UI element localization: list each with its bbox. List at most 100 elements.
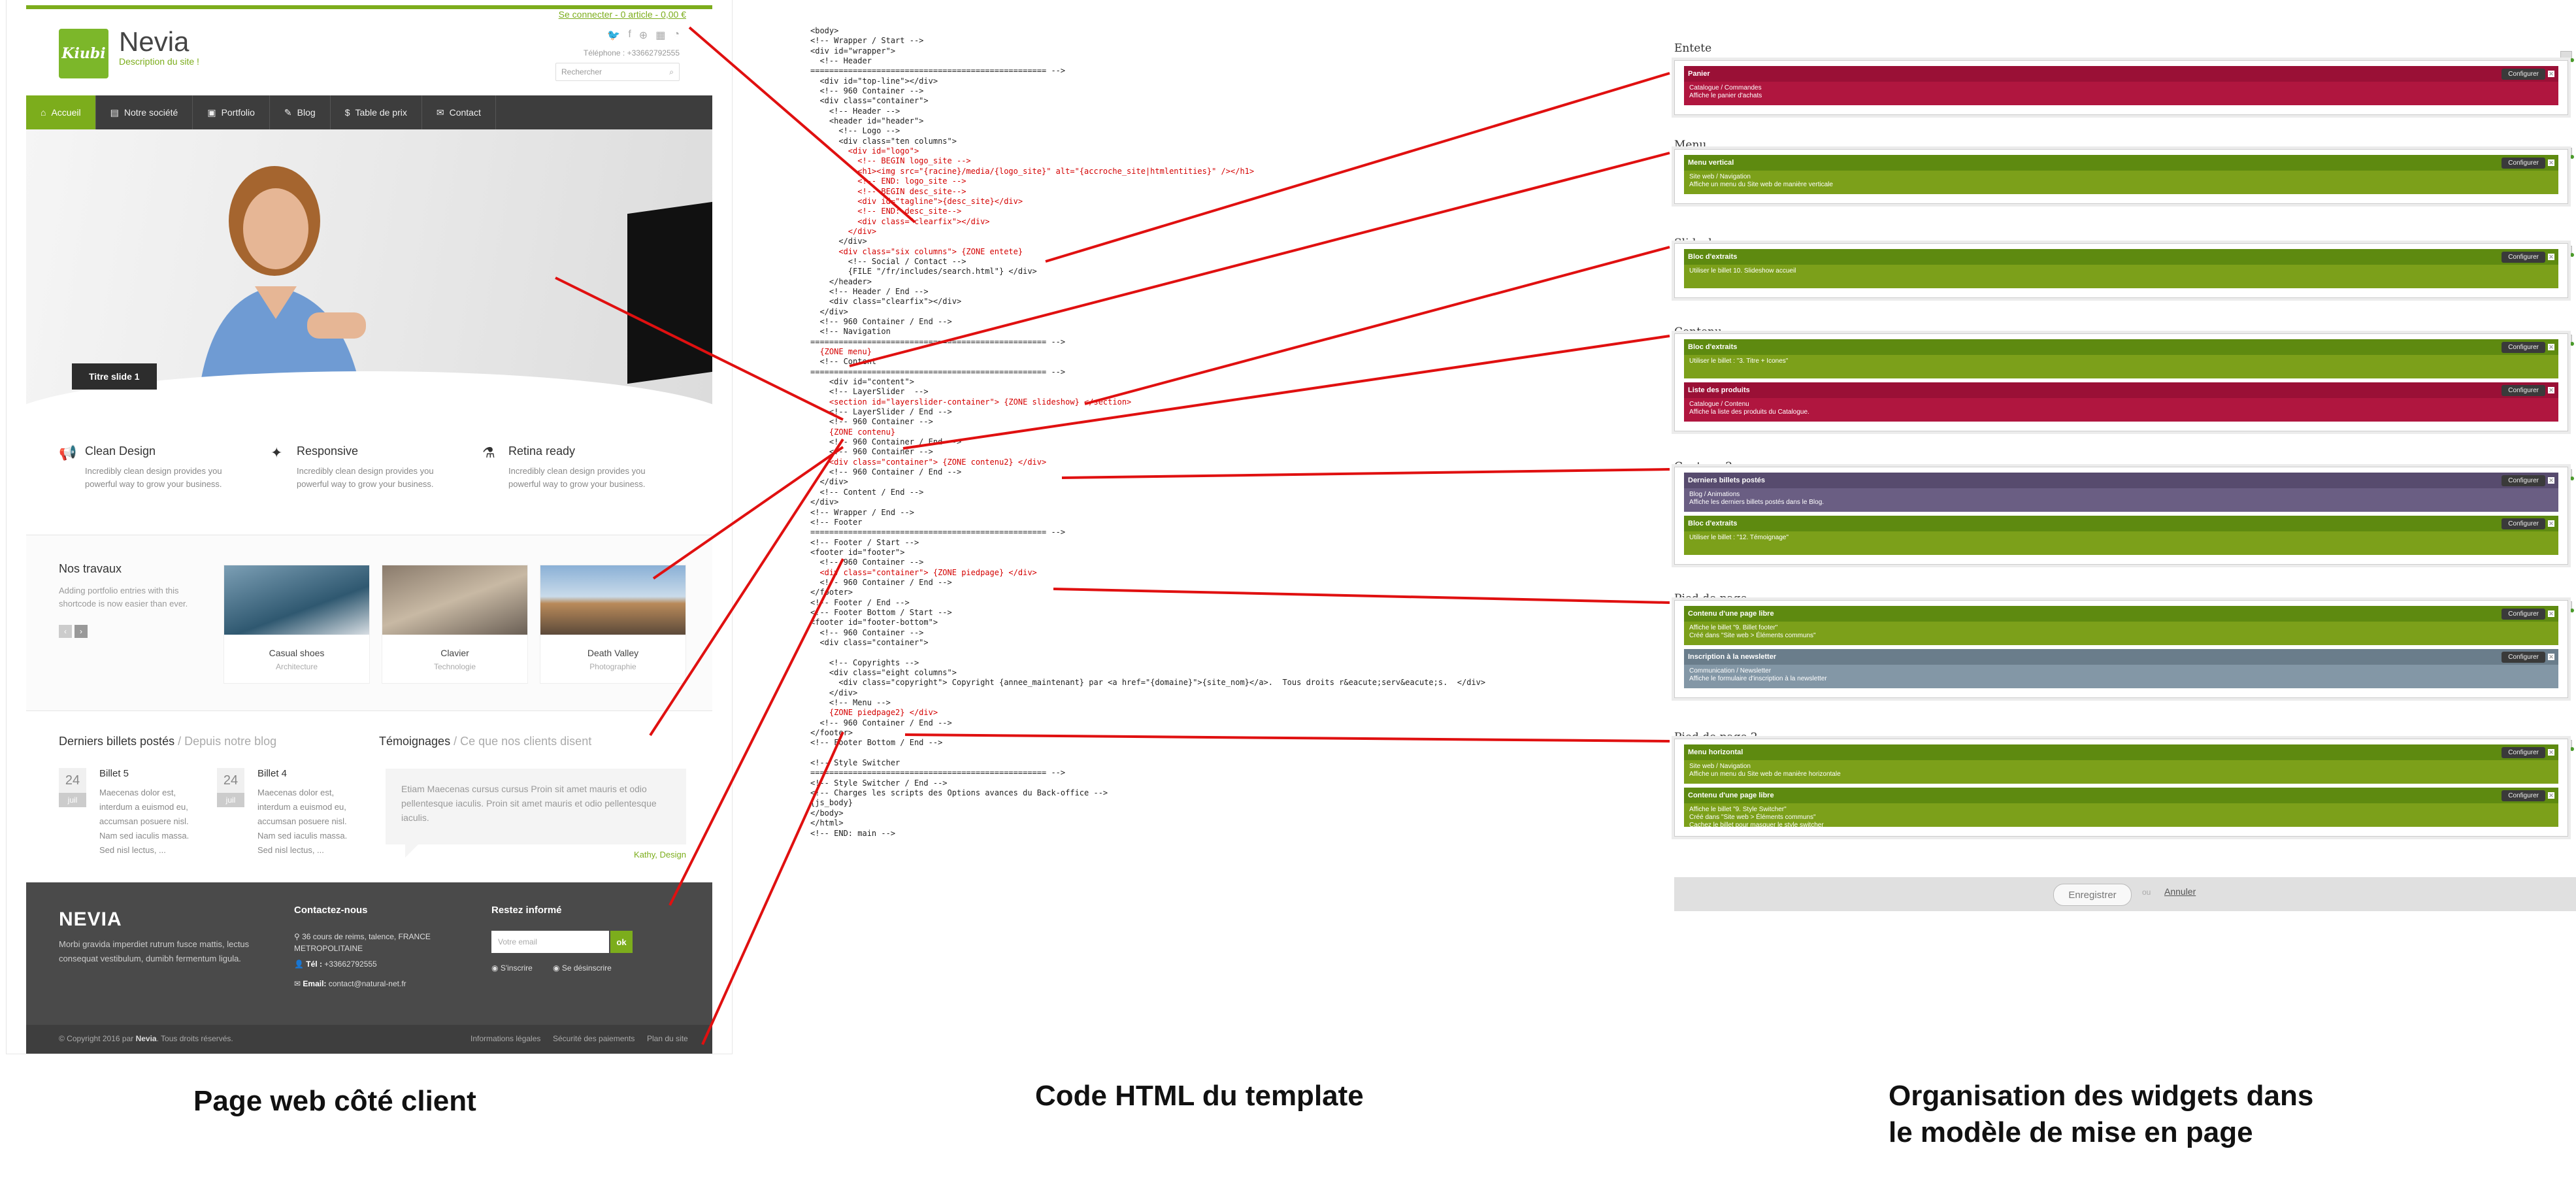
code-line: </body> bbox=[810, 808, 844, 818]
configure-button[interactable]: Configurer bbox=[2502, 746, 2545, 758]
rss-icon[interactable]: ◔ bbox=[673, 29, 680, 40]
footer-link-sitemap[interactable]: Plan du site bbox=[647, 1034, 688, 1043]
widget-body: Utiliser le billet 10. Slideshow accueil bbox=[1684, 265, 2558, 288]
widget-title: Derniers billets postés bbox=[1688, 476, 1765, 484]
site-logo[interactable]: Kiubi bbox=[59, 29, 108, 78]
widget-desc-line: Site web / Navigation bbox=[1689, 763, 1751, 770]
post-title[interactable]: Billet 4 bbox=[257, 768, 288, 779]
radio-subscribe[interactable]: ◉ S'inscrire bbox=[491, 963, 533, 973]
footer-email: ✉ Email: contact@natural-net.fr bbox=[294, 978, 457, 990]
post-title[interactable]: Billet 5 bbox=[99, 768, 129, 779]
configure-button[interactable]: Configurer bbox=[2502, 251, 2545, 263]
configure-button[interactable]: Configurer bbox=[2502, 651, 2545, 663]
configure-button[interactable]: Configurer bbox=[2502, 608, 2545, 620]
close-icon[interactable]: ✕ bbox=[2548, 520, 2554, 527]
nav-item-accueil[interactable]: ⌂Accueil bbox=[26, 95, 96, 129]
pager-next[interactable]: › bbox=[74, 625, 88, 638]
close-icon[interactable]: ✕ bbox=[2548, 748, 2554, 756]
footer-brand-desc: Morbi gravida imperdiet rutrum fusce mat… bbox=[59, 939, 250, 963]
code-line: <!-- Navigation bbox=[810, 327, 891, 337]
feature-title: Retina ready bbox=[508, 444, 576, 458]
nav-item-blog[interactable]: ✎Blog bbox=[270, 95, 331, 129]
feature-clean-design: 📢 Clean Design Incredibly clean design p… bbox=[59, 444, 255, 491]
code-line: <!-- 960 Container / End --> bbox=[810, 718, 952, 727]
save-button[interactable]: Enregistrer bbox=[2053, 884, 2132, 906]
configure-button[interactable]: Configurer bbox=[2502, 341, 2545, 353]
widget-desc-line: Site web / Navigation bbox=[1689, 173, 1751, 180]
testimonials-subtitle: / Ce que nos clients disent bbox=[450, 735, 592, 748]
tel-label: Tél : bbox=[306, 960, 322, 969]
configure-button[interactable]: Configurer bbox=[2502, 518, 2545, 529]
footer-link-legal[interactable]: Informations légales bbox=[471, 1034, 541, 1043]
radio-unsubscribe[interactable]: ◉ Se désinscrire bbox=[553, 963, 612, 973]
home-icon: ⌂ bbox=[41, 107, 46, 118]
newsletter-email-input[interactable]: Votre email bbox=[491, 931, 609, 953]
close-icon[interactable]: ✕ bbox=[2548, 70, 2554, 77]
code-line: <!-- Social / Contact --> bbox=[810, 256, 966, 266]
facebook-icon[interactable]: f bbox=[628, 29, 631, 40]
caption-widget-layout-1: Organisation des widgets dans bbox=[1889, 1080, 2314, 1112]
pager-prev[interactable]: ‹ bbox=[59, 625, 72, 638]
linkedin-icon[interactable]: ▦ bbox=[655, 30, 666, 41]
code-line: </div> bbox=[810, 237, 867, 246]
configure-button[interactable]: Configurer bbox=[2502, 475, 2545, 486]
blog-title: Derniers billets postés / Depuis notre b… bbox=[59, 735, 276, 748]
widget-desc-line: Affiche le billet "9. Billet footer" bbox=[1689, 624, 1778, 631]
copyright-name[interactable]: Nevia bbox=[135, 1034, 157, 1043]
nav-label: Contact bbox=[449, 107, 481, 118]
top-links[interactable]: Se connecter - 0 article - 0,00 € bbox=[558, 9, 686, 20]
portfolio-card[interactable]: Casual shoes Architecture bbox=[223, 565, 370, 684]
site-footer: NEVIA Morbi gravida imperdiet rutrum fus… bbox=[26, 882, 712, 1025]
widget-desc-line: Affiche le formulaire d'inscription à la… bbox=[1689, 675, 1827, 682]
pinterest-icon[interactable]: ⊕ bbox=[638, 30, 648, 41]
close-icon[interactable]: ✕ bbox=[2548, 610, 2554, 617]
close-icon[interactable]: ✕ bbox=[2548, 792, 2554, 799]
twitter-icon[interactable]: 🐦 bbox=[607, 30, 621, 41]
portfolio-card[interactable]: Death Valley Photographie bbox=[540, 565, 686, 684]
configure-button[interactable]: Configurer bbox=[2502, 68, 2545, 80]
nav-item-portfolio[interactable]: ▣Portfolio bbox=[193, 95, 270, 129]
search-icon[interactable]: ⌕ bbox=[669, 67, 674, 76]
newsletter-ok-button[interactable]: ok bbox=[610, 931, 633, 953]
configure-button[interactable]: Configurer bbox=[2502, 384, 2545, 396]
close-icon[interactable]: ✕ bbox=[2548, 653, 2554, 660]
close-icon[interactable]: ✕ bbox=[2548, 343, 2554, 350]
close-icon[interactable]: ✕ bbox=[2548, 476, 2554, 484]
close-icon[interactable]: ✕ bbox=[2548, 253, 2554, 260]
nav-item-societe[interactable]: ▤Notre société bbox=[96, 95, 193, 129]
portfolio-card[interactable]: Clavier Technologie bbox=[382, 565, 528, 684]
search-input[interactable]: Rechercher ⌕ bbox=[555, 63, 680, 81]
code-line: <div class="ten columns"> bbox=[810, 136, 957, 146]
close-icon[interactable]: ✕ bbox=[2548, 386, 2554, 393]
add-widget-icon[interactable] bbox=[2560, 51, 2574, 62]
configure-button[interactable]: Configurer bbox=[2502, 157, 2545, 169]
code-line: <div id="content"> bbox=[810, 377, 914, 387]
nav-item-contact[interactable]: ✉Contact bbox=[422, 95, 496, 129]
widget-desc-line: Blog / Animations bbox=[1689, 491, 1740, 498]
configure-button[interactable]: Configurer bbox=[2502, 790, 2545, 801]
email-value[interactable]: contact@natural-net.fr bbox=[328, 979, 406, 988]
widget[interactable]: Derniers billets postés Configurer✕ Blog /… bbox=[1684, 473, 2558, 512]
footer-link-security[interactable]: Sécurité des paiements bbox=[553, 1034, 635, 1043]
client-web-page: Se connecter - 0 article - 0,00 € Kiubi … bbox=[7, 0, 732, 1054]
cancel-link[interactable]: Annuler bbox=[2164, 886, 2196, 897]
hero-slideshow[interactable]: Titre slide 1 bbox=[26, 129, 712, 417]
nav-item-prix[interactable]: $Table de prix bbox=[331, 95, 422, 129]
close-icon[interactable]: ✕ bbox=[2548, 159, 2554, 166]
